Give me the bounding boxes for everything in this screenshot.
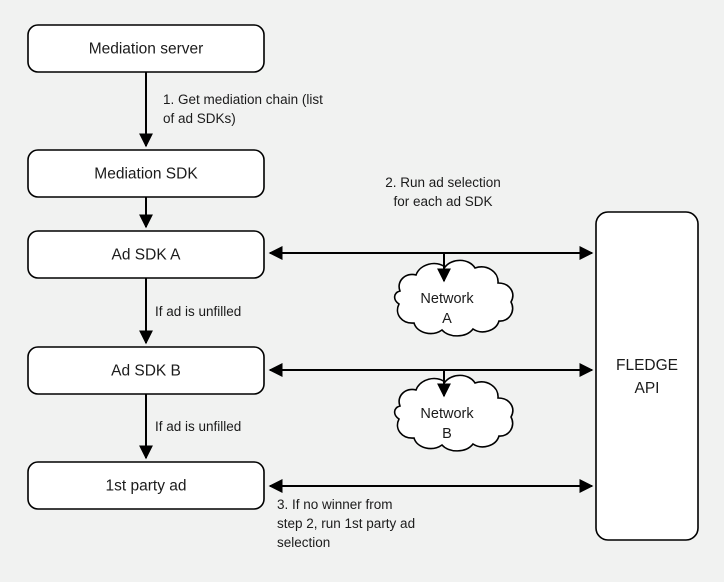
node-ad-sdk-a: Ad SDK A [27, 230, 265, 279]
node-network-a-label-line1: Network [420, 291, 474, 307]
node-network-b-label-line1: Network [420, 406, 474, 422]
node-mediation-sdk-label: Mediation SDK [94, 166, 198, 183]
node-fledge-api-label-line2: API [635, 380, 660, 397]
node-first-party-ad-shape [27, 461, 265, 510]
node-first-party-ad-label: 1st party ad [106, 478, 187, 495]
node-network-b-label-line2: B [442, 426, 452, 442]
node-fledge-api-shape [595, 211, 699, 541]
node-ad-sdk-a-label: Ad SDK A [112, 247, 182, 264]
caption-step-3: 3. If no winner from step 2, run 1st par… [277, 497, 416, 550]
node-network-a-shape [393, 259, 514, 337]
node-ad-sdk-b-label: Ad SDK B [111, 363, 181, 380]
node-fledge-api-label-line1: FLEDGE [616, 357, 678, 374]
node-mediation-sdk: Mediation SDK [27, 149, 265, 198]
node-first-party-ad: 1st party ad [27, 461, 265, 510]
node-fledge-api: FLEDGE API [595, 211, 699, 541]
caption-if-ad-unfilled-b: If ad is unfilled [155, 419, 242, 434]
node-network-a-label-line2: A [442, 311, 452, 327]
node-network-a: Network A [393, 259, 514, 337]
node-mediation-server-label: Mediation server [89, 41, 204, 58]
caption-step-1: 1. Get mediation chain (list of ad SDKs) [163, 92, 323, 126]
caption-step-2: 2. Run ad selection for each ad SDK [385, 175, 501, 209]
node-ad-sdk-b: Ad SDK B [27, 346, 265, 395]
node-mediation-server: Mediation server [27, 24, 265, 73]
node-network-b-shape [393, 374, 514, 452]
node-network-b: Network B [393, 374, 514, 452]
caption-if-ad-unfilled-a: If ad is unfilled [155, 304, 242, 319]
